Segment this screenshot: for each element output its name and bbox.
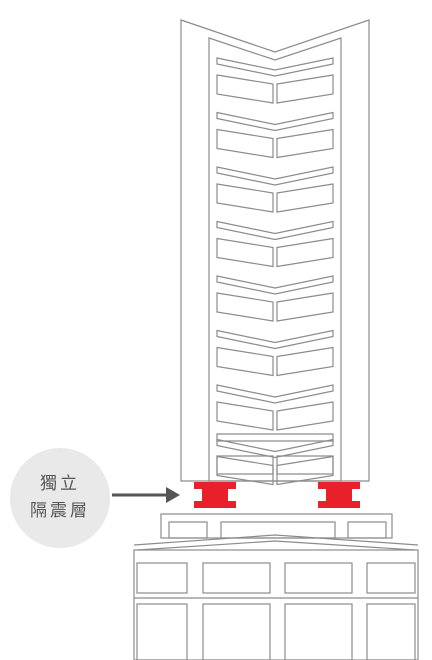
podium-lower-box bbox=[133, 549, 419, 660]
podium-upper-window-2 bbox=[220, 521, 336, 539]
podium-window-8 bbox=[366, 603, 416, 660]
window-right bbox=[276, 455, 334, 475]
window-band bbox=[216, 166, 334, 186]
podium-upper-box bbox=[160, 513, 393, 539]
window-right bbox=[276, 128, 334, 159]
window-right bbox=[276, 237, 334, 268]
podium-roof-inner bbox=[136, 540, 416, 551]
window-band bbox=[216, 433, 334, 442]
window-right bbox=[276, 183, 334, 213]
window-band bbox=[216, 220, 334, 241]
window-band bbox=[216, 438, 334, 459]
window-band bbox=[216, 57, 334, 77]
tower-outer-outline bbox=[180, 19, 370, 482]
window-right bbox=[276, 292, 334, 322]
podium-upper-window-3 bbox=[347, 521, 387, 539]
window-left bbox=[216, 346, 274, 377]
callout-circle bbox=[10, 448, 110, 548]
podium bbox=[133, 513, 419, 660]
window-band bbox=[216, 384, 334, 404]
podium-window-1 bbox=[136, 562, 188, 594]
window-right bbox=[276, 455, 334, 486]
window-left bbox=[216, 455, 274, 475]
isolator-left bbox=[194, 482, 236, 508]
window-right bbox=[276, 346, 334, 377]
tower-inner-outline bbox=[208, 37, 342, 482]
window-left bbox=[216, 455, 274, 486]
window-left bbox=[216, 74, 274, 104]
podium-window-4 bbox=[366, 562, 416, 594]
window-left bbox=[216, 237, 274, 268]
window-band bbox=[216, 275, 334, 295]
window-left bbox=[216, 401, 274, 431]
window-left bbox=[216, 183, 274, 213]
podium-upper-window-1 bbox=[168, 521, 208, 539]
window-left bbox=[216, 292, 274, 322]
isolator-right bbox=[318, 482, 360, 508]
podium-window-7 bbox=[284, 603, 353, 660]
podium-window-2 bbox=[202, 562, 271, 594]
tower-windows bbox=[216, 57, 334, 486]
tower bbox=[180, 19, 370, 486]
label-line-1: 獨立 bbox=[40, 474, 80, 494]
podium-window-5 bbox=[136, 603, 188, 660]
window-band bbox=[216, 111, 334, 132]
window-left bbox=[216, 128, 274, 159]
callout-arrow bbox=[112, 487, 180, 503]
seismic-isolators bbox=[194, 482, 360, 508]
isolation-layer-label: 獨立 隔震層 bbox=[10, 448, 110, 548]
podium-window-6 bbox=[202, 603, 271, 660]
podium-window-3 bbox=[284, 562, 353, 594]
window-band bbox=[216, 329, 334, 350]
podium-roof-outer bbox=[133, 534, 419, 546]
window-right bbox=[276, 74, 334, 104]
window-right bbox=[276, 401, 334, 431]
label-line-2: 隔震層 bbox=[30, 501, 90, 521]
